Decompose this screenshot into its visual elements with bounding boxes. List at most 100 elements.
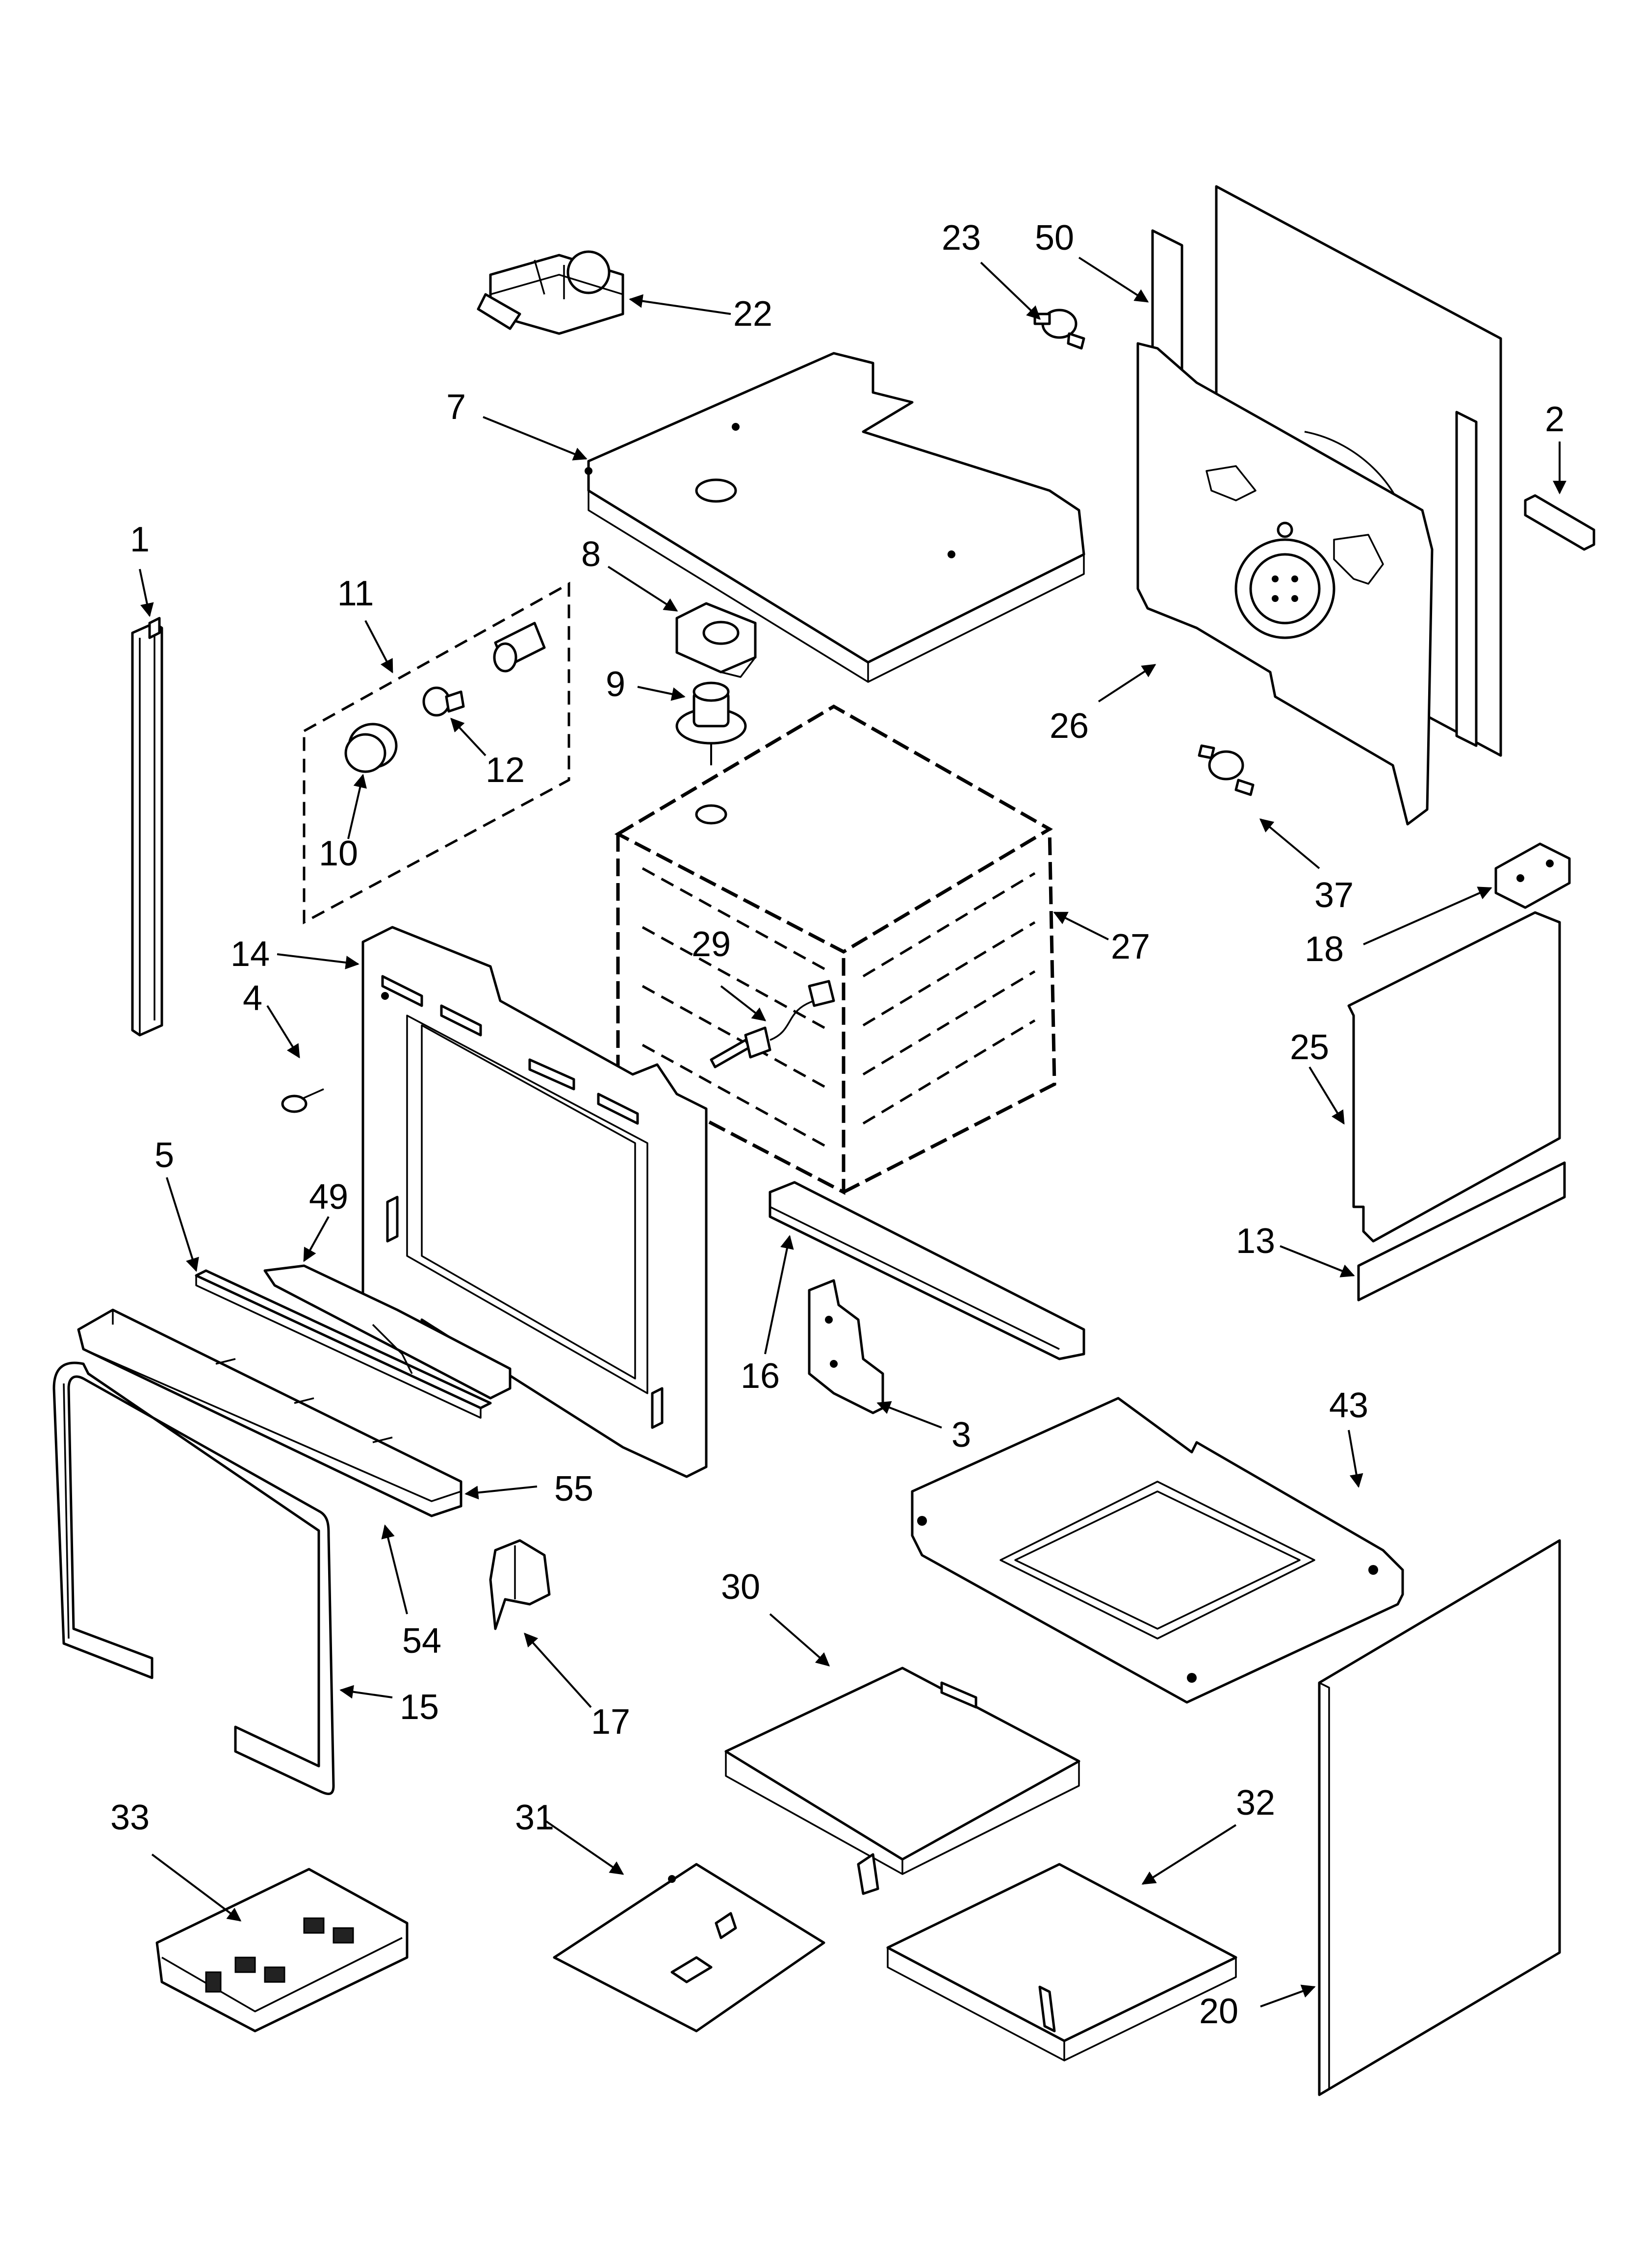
callout-14: 14 — [231, 935, 270, 974]
leader-10 — [347, 774, 367, 839]
callout-55: 55 — [554, 1469, 593, 1509]
part-17-bracket — [489, 1539, 551, 1630]
callout-33: 33 — [110, 1798, 150, 1837]
callout-23: 23 — [942, 218, 981, 258]
callout-31: 31 — [515, 1798, 554, 1837]
leader-27 — [1053, 912, 1109, 940]
part-25-side-shield — [1347, 911, 1561, 1243]
part-26-rear-inner-panel — [1136, 342, 1434, 826]
leader-32 — [1141, 1824, 1237, 1885]
part-4-screw — [281, 1088, 324, 1113]
part-12-bulb — [422, 686, 465, 717]
callout-17: 17 — [591, 1702, 630, 1742]
callout-54: 54 — [402, 1621, 441, 1661]
part-33-control-board — [155, 1868, 409, 2033]
leader-17 — [524, 1632, 592, 1708]
callout-26: 26 — [1050, 706, 1089, 746]
leader-15 — [339, 1685, 393, 1699]
part-30-tray — [724, 1667, 1080, 1895]
leader-4 — [266, 1005, 300, 1059]
part-1-side-trim — [131, 617, 163, 1037]
leader-22 — [629, 294, 731, 315]
callout-15: 15 — [400, 1688, 439, 1727]
callout-4: 4 — [243, 979, 262, 1018]
leader-49 — [303, 1216, 330, 1262]
leader-3 — [876, 1401, 942, 1429]
leader-50 — [1078, 257, 1149, 303]
leader-29 — [720, 985, 767, 1021]
callout-27: 27 — [1111, 927, 1150, 966]
callout-16: 16 — [741, 1356, 780, 1396]
leader-11 — [364, 620, 393, 674]
callout-7: 7 — [446, 388, 466, 427]
leader-1 — [139, 569, 154, 617]
leader-13 — [1280, 1245, 1355, 1277]
callout-50: 50 — [1035, 218, 1074, 258]
leader-14 — [277, 953, 359, 969]
callout-labels: 22 7 8 9 1 11 12 10 23 50 2 26 37 18 14 … — [110, 218, 1565, 2031]
callout-49: 49 — [309, 1177, 348, 1217]
part-22-lock-assembly — [477, 250, 624, 335]
part-49-bracket — [263, 1264, 512, 1400]
light-socket — [493, 622, 546, 673]
callout-30: 30 — [721, 1567, 760, 1607]
part-8-bracket — [675, 602, 757, 678]
part-27-oven-cavity — [614, 704, 1056, 1195]
leader-55 — [464, 1486, 538, 1500]
callout-29: 29 — [692, 925, 731, 964]
callout-8: 8 — [581, 535, 601, 574]
leader-23 — [980, 261, 1041, 320]
leader-25 — [1308, 1066, 1345, 1125]
callout-12: 12 — [486, 751, 525, 790]
leader-20 — [1260, 1984, 1316, 2007]
leader-18 — [1363, 886, 1492, 945]
part-23-thermal-cutoff — [1033, 309, 1085, 350]
leader-7 — [483, 416, 588, 461]
part-5-strip — [195, 1269, 492, 1419]
part-11-light-assembly — [303, 581, 570, 925]
part-29-oven-sensor — [710, 980, 835, 1069]
part-3-bracket — [808, 1279, 884, 1414]
callout-3: 3 — [951, 1415, 971, 1455]
callout-25: 25 — [1290, 1028, 1329, 1067]
leader-9 — [637, 686, 686, 701]
leader-16 — [764, 1235, 794, 1355]
leader-8 — [607, 566, 678, 612]
part-32-tray — [886, 1863, 1237, 2061]
leader-37 — [1259, 818, 1320, 869]
leader-33 — [151, 1853, 242, 1922]
callout-5: 5 — [154, 1136, 174, 1175]
callout-11: 11 — [337, 574, 374, 613]
part-37-thermal-cutoff — [1198, 744, 1255, 796]
leader-54 — [381, 1524, 408, 1615]
leader-31 — [543, 1819, 624, 1875]
part-18-hinge-plate — [1494, 842, 1571, 909]
part-9-fan-motor — [675, 681, 747, 765]
leader-12 — [450, 717, 487, 756]
callout-13: 13 — [1236, 1222, 1275, 1261]
part-13-strip — [1357, 1161, 1566, 1302]
part-16-rail — [769, 1181, 1085, 1360]
callout-1: 1 — [130, 520, 150, 559]
callout-20: 20 — [1199, 1992, 1238, 2031]
callout-9: 9 — [606, 665, 625, 704]
leader-26 — [1098, 664, 1156, 703]
part-55-vent-trim — [77, 1308, 462, 1517]
leader-30 — [769, 1613, 830, 1667]
part-15-door-gasket — [52, 1361, 335, 1795]
leader-5 — [166, 1177, 199, 1272]
part-2-bracket — [1524, 494, 1595, 551]
callout-43: 43 — [1329, 1386, 1368, 1425]
leader-lines — [139, 257, 1566, 2007]
part-20-side-panel — [1318, 1539, 1561, 2096]
callout-2: 2 — [1545, 400, 1565, 439]
callout-32: 32 — [1236, 1783, 1275, 1823]
leader-43 — [1348, 1430, 1363, 1488]
part-10-lens — [344, 723, 398, 773]
part-31-plate — [553, 1863, 825, 2033]
part-7-top-panel — [585, 352, 1085, 683]
callout-22: 22 — [733, 294, 772, 334]
callout-18: 18 — [1305, 930, 1344, 969]
callout-10: 10 — [319, 834, 358, 873]
